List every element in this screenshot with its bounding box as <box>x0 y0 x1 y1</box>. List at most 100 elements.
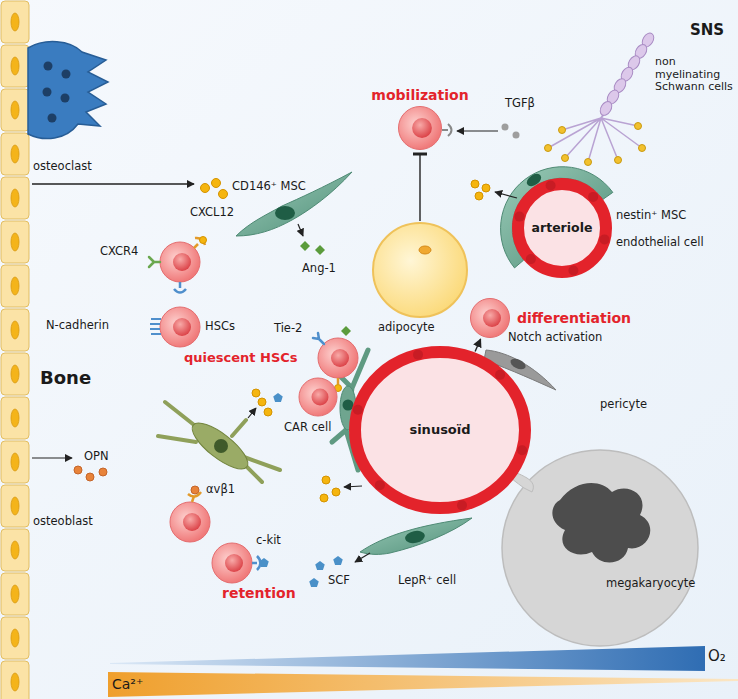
part-label: Ang-1 <box>302 262 336 275</box>
receptor <box>149 257 160 267</box>
secretion-arrow <box>495 192 517 198</box>
signal-arrow <box>457 130 498 131</box>
calcium-wedge <box>108 672 738 697</box>
stem-cell-outline <box>471 299 510 338</box>
ligand-dot <box>322 476 330 484</box>
ligand-dot <box>332 488 340 496</box>
lining-cell-bump <box>514 212 524 222</box>
process-label: differentiation <box>517 310 631 326</box>
cell-nucleus <box>275 206 295 220</box>
part-label: LepR⁺ cell <box>398 574 456 587</box>
nerve-terminal <box>548 118 642 162</box>
signal-dot <box>502 124 509 131</box>
node-outline <box>398 106 442 150</box>
part-label: nestin⁺ MSC <box>616 209 686 222</box>
cell-nucleus <box>404 529 426 545</box>
ligand-dot <box>258 398 266 406</box>
part-label: SCF <box>328 574 350 587</box>
lining-cell-bump <box>413 350 423 360</box>
receptor <box>442 129 448 131</box>
ligand-dot <box>219 190 228 199</box>
cell-nucleus <box>62 70 71 79</box>
secretion-arrow <box>298 224 303 236</box>
sheath-capsule <box>598 99 614 117</box>
cell-nucleus <box>61 94 70 103</box>
stem-cell-nucleus <box>173 253 191 271</box>
part-label: megakaryocyte <box>606 577 695 590</box>
lining-cell-bump <box>588 192 598 202</box>
cell-nucleus <box>214 439 228 453</box>
part-label: OPN <box>84 450 109 463</box>
node-outline <box>470 298 510 338</box>
lining-cell-bump <box>353 405 363 415</box>
secretion-arrow <box>344 486 362 487</box>
ligand-dot <box>201 184 210 193</box>
vessel-name: sinusoïd <box>409 423 470 438</box>
connector <box>419 154 420 221</box>
ligand-pentagon <box>309 578 319 587</box>
part-label: endothelial cell <box>616 236 704 249</box>
receptor <box>252 562 257 565</box>
matrix-dot <box>99 468 107 476</box>
giant-cell <box>502 450 698 646</box>
stem-cell-outline <box>399 107 442 150</box>
receptor <box>448 124 452 136</box>
stem-cell-node: mobilization <box>398 106 442 150</box>
part-label: osteoblast <box>33 515 93 528</box>
ligand-diamond <box>341 326 351 336</box>
nerve-ending <box>559 127 566 134</box>
ligand-dot <box>212 179 221 188</box>
lining-cell-bump <box>526 254 536 264</box>
ligand-dot <box>475 192 483 200</box>
part-label: CAR cell <box>284 421 331 434</box>
stem-cell <box>299 378 337 416</box>
ligand-pentagon <box>333 556 343 565</box>
part-label: CD146⁺ MSC <box>232 180 306 193</box>
cell-nucleus <box>343 400 354 411</box>
stem-cell-node: differentiation <box>470 298 510 338</box>
process-label: retention <box>222 585 296 601</box>
fat-cell-nucleus <box>419 246 431 254</box>
node-outline <box>372 222 468 318</box>
ligand-dot <box>264 408 272 416</box>
part-label: Tie-2 <box>274 322 302 335</box>
cell-nucleus <box>48 114 57 123</box>
nerve-ending <box>562 155 569 162</box>
stem-cell-nucleus <box>225 554 243 572</box>
resorbing-cell <box>28 42 108 139</box>
lining-cell-bump <box>375 480 385 490</box>
secretion-arrow <box>32 457 72 458</box>
part-label: non myelinating Schwann cells <box>655 56 733 94</box>
lining-cell-bump <box>568 266 578 276</box>
receptor <box>337 378 340 384</box>
stem-cell <box>170 502 210 542</box>
part-label: c-kit <box>256 534 281 547</box>
ligand-dot <box>471 180 479 188</box>
part-label: O₂ <box>708 648 726 665</box>
stromal-branch <box>158 402 280 482</box>
receptor <box>179 282 182 288</box>
nerve-ending <box>545 145 552 152</box>
matrix-dot <box>86 473 94 481</box>
receptor <box>194 244 198 248</box>
part-label: Ca²⁺ <box>112 676 143 692</box>
part-label: TGFβ <box>505 97 535 110</box>
vessel-node: sinusoïd <box>349 346 531 514</box>
stem-cell-nucleus <box>331 349 349 367</box>
part-label: SNS <box>690 22 724 39</box>
stromal-cell <box>186 416 254 477</box>
nerve-ending <box>639 145 646 152</box>
part-label: osteoclast <box>33 160 92 173</box>
stem-cell-nucleus <box>312 389 329 406</box>
process-label: quiescent HSCs <box>184 351 298 366</box>
ligand-dot <box>252 389 260 397</box>
vessel-node: arteriole <box>512 178 612 278</box>
edge-label: Notch activation <box>508 331 602 344</box>
stem-cell-nucleus <box>183 513 201 531</box>
part-label: αvβ1 <box>206 483 235 496</box>
receptor <box>313 333 324 344</box>
lining-cell-bump <box>495 370 505 380</box>
